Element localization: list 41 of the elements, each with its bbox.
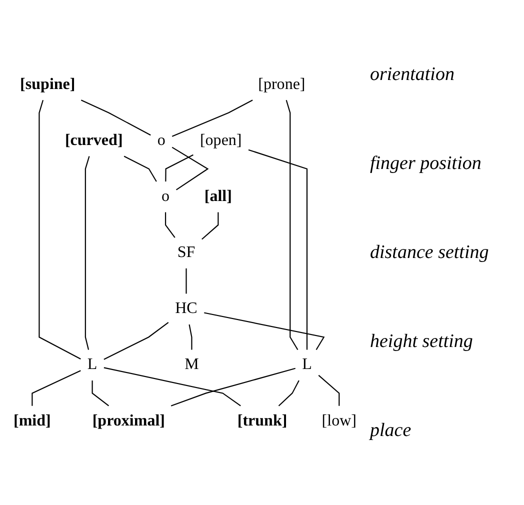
node-text: SF xyxy=(177,243,196,261)
connector xyxy=(172,99,253,136)
node-text: L xyxy=(87,355,98,373)
node-text: [curved] xyxy=(64,130,123,149)
connector xyxy=(204,312,325,350)
connector xyxy=(188,324,192,350)
node-text: [open] xyxy=(200,130,242,149)
connector xyxy=(92,380,110,406)
node-text: o xyxy=(162,186,170,205)
tier-label: finger position xyxy=(370,152,482,174)
connector xyxy=(38,99,81,359)
node-text: HC xyxy=(175,299,198,317)
connector xyxy=(165,154,194,182)
tier-label: place xyxy=(370,420,412,442)
node-text: [trunk] xyxy=(237,411,288,429)
node-text: [proximal] xyxy=(92,411,166,429)
connector xyxy=(80,99,151,136)
connector xyxy=(248,148,308,350)
tier-label: height setting xyxy=(370,330,474,352)
node-text: [supine] xyxy=(20,74,76,92)
node-text: [all] xyxy=(204,186,232,205)
connector xyxy=(104,321,169,360)
connector xyxy=(278,380,300,406)
tier-label: orientation xyxy=(370,64,456,86)
node-text: [prone] xyxy=(258,74,306,92)
connector xyxy=(186,268,187,294)
connector xyxy=(286,99,298,350)
tier-label: distance setting xyxy=(370,242,490,264)
connector xyxy=(32,370,81,406)
connector xyxy=(164,212,176,238)
connector xyxy=(84,156,90,350)
node-text: [low] xyxy=(322,411,357,429)
connector xyxy=(318,374,340,406)
connector xyxy=(170,367,296,406)
node-text: [mid] xyxy=(13,411,51,429)
connector xyxy=(202,212,219,240)
node-text: o xyxy=(157,130,166,149)
node-text: L xyxy=(302,355,312,373)
connector xyxy=(124,155,157,182)
node-text: M xyxy=(184,355,199,373)
connector xyxy=(104,366,241,406)
